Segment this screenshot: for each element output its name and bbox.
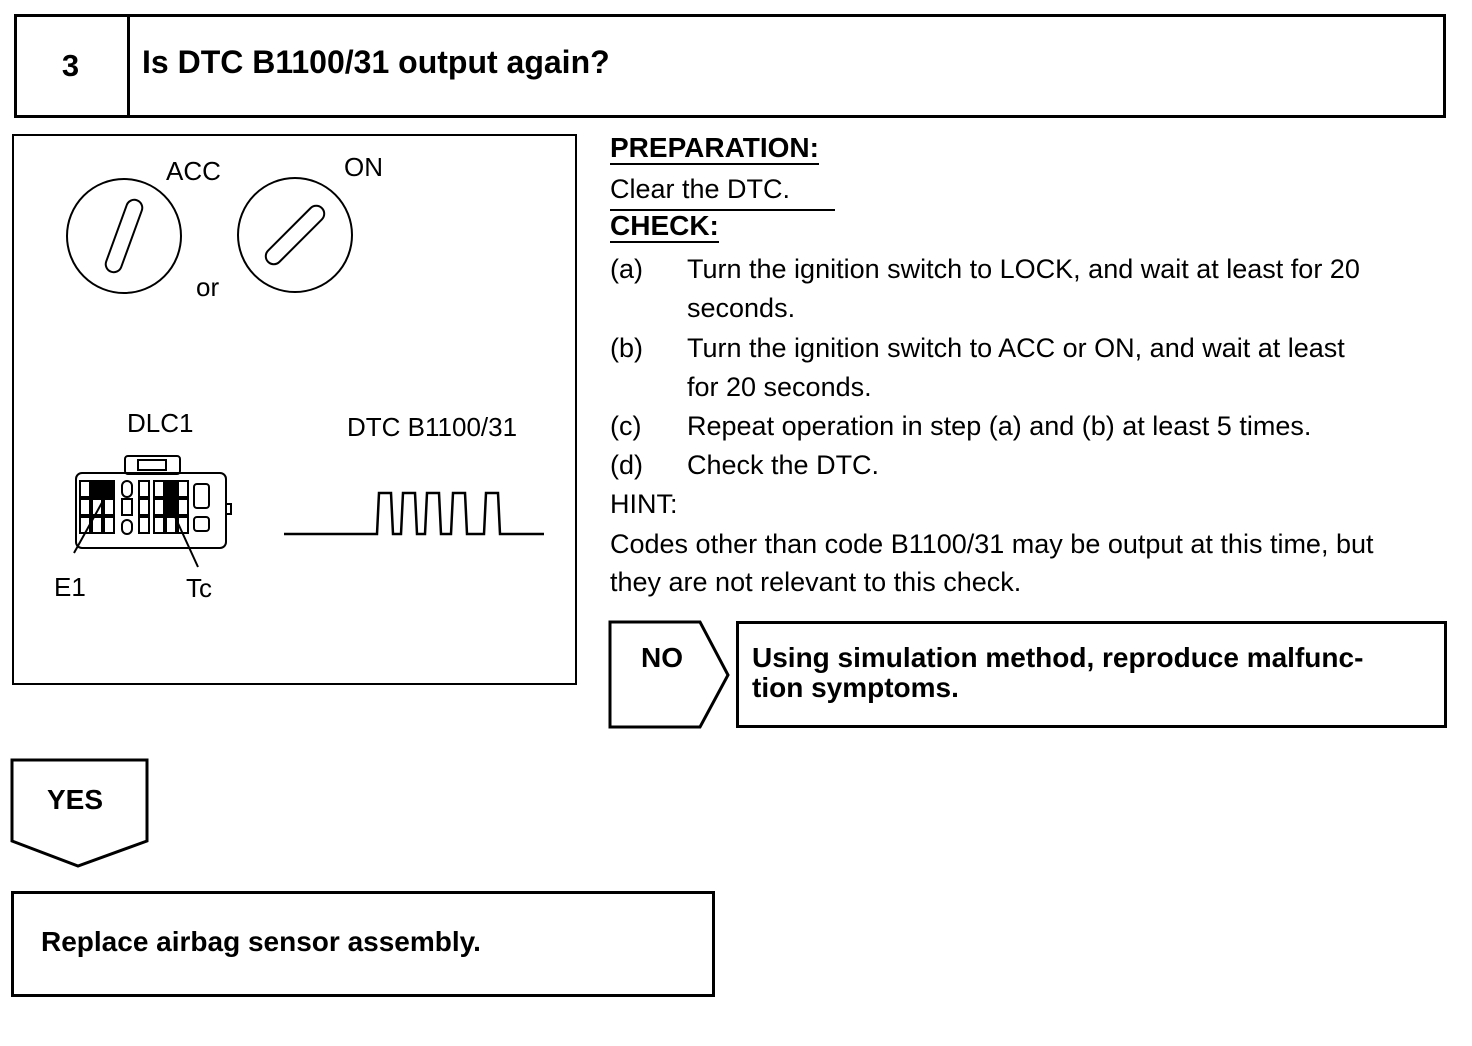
dtc-pulse-waveform: [284, 491, 544, 536]
no-arrow-icon: [608, 620, 730, 729]
e1-terminal-label: E1: [54, 572, 86, 602]
dlc1-label: DLC1: [127, 408, 194, 438]
check-item-c-letter: (c): [610, 411, 642, 441]
or-label: or: [196, 272, 220, 302]
ignition-on-icon: [237, 177, 353, 293]
dlc1-connector-icon: [73, 455, 232, 568]
no-result-line1: Using simulation method, reproduce malfu…: [752, 642, 1364, 673]
no-result-line2: tion symptoms.: [752, 672, 959, 703]
check-item-d-line1: Check the DTC.: [687, 450, 880, 480]
check-item-d-letter: (d): [610, 450, 643, 480]
on-label: ON: [344, 152, 383, 182]
check-item-b-line2: for 20 seconds.: [687, 372, 872, 402]
acc-label: ACC: [166, 156, 221, 186]
yes-result-text: Replace airbag sensor assembly.: [41, 926, 481, 957]
check-item-a-line2: seconds.: [687, 293, 796, 323]
step-question: Is DTC B1100/31 output again?: [142, 44, 610, 80]
ignition-acc-icon: [66, 178, 182, 294]
check-item-a-letter: (a): [610, 254, 643, 284]
hint-heading: HINT:: [610, 489, 678, 519]
step-header-box: [14, 14, 1446, 118]
check-item-a-line1: Turn the ignition switch to LOCK, and wa…: [687, 254, 1360, 284]
check-item-b-letter: (b): [610, 333, 643, 363]
no-result-text: Using simulation method, reproduce malfu…: [752, 643, 1432, 703]
hint-line1: Codes other than code B1100/31 may be ou…: [610, 529, 1374, 559]
illustration-drawing: [66, 177, 544, 568]
yes-result-box: [11, 891, 715, 997]
check-item-c-line1: Repeat operation in step (a) and (b) at …: [687, 411, 1312, 441]
yes-arrow-icon: [10, 758, 149, 868]
preparation-text: Clear the DTC.: [610, 170, 835, 211]
check-item-b-line1: Turn the ignition switch to ACC or ON, a…: [687, 333, 1345, 363]
step-number: 3: [14, 14, 130, 118]
hint-line2: they are not relevant to this check.: [610, 567, 1022, 597]
yes-label: YES: [47, 784, 104, 815]
no-label: NO: [641, 642, 683, 673]
illustration-panel: ACC ON or DLC1 DTC B1100/31 E1 Tc: [12, 134, 577, 685]
no-result-box: [736, 621, 1447, 728]
dtc-waveform-label: DTC B1100/31: [347, 412, 518, 442]
check-heading: CHECK:: [610, 210, 719, 243]
tc-terminal-label: Tc: [186, 573, 212, 603]
preparation-heading: PREPARATION:: [610, 132, 819, 165]
